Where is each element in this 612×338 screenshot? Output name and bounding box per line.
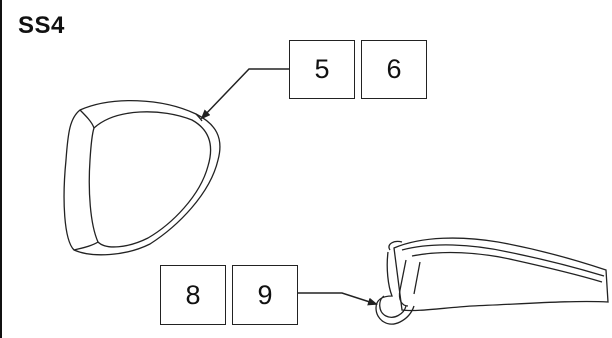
headband-arm-part <box>375 237 609 325</box>
callout-number: 9 <box>257 279 273 310</box>
leader-lines <box>200 68 378 306</box>
page-title: SS4 <box>18 12 65 39</box>
ear-cushion-part <box>63 100 221 256</box>
callout-number: 5 <box>314 54 330 84</box>
callout-box-5: 5 <box>289 40 355 99</box>
callout-box-8: 8 <box>160 265 226 325</box>
callout-box-6: 6 <box>361 40 427 99</box>
callout-box-9: 9 <box>232 265 298 325</box>
callout-number: 6 <box>386 54 402 84</box>
callout-number: 8 <box>185 279 201 310</box>
